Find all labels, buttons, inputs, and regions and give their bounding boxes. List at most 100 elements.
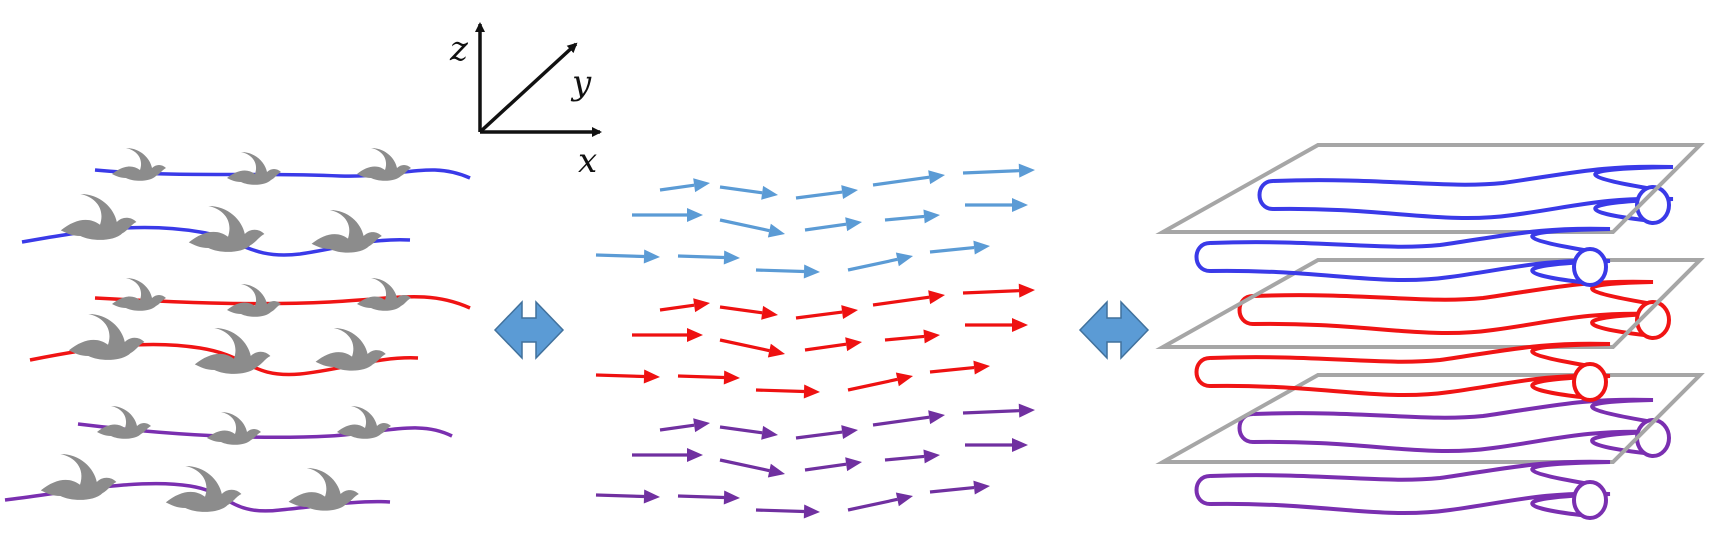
- velocity-arrow: [795, 425, 858, 440]
- bird-icon: [357, 278, 411, 311]
- velocity-arrow-field: [595, 163, 1035, 519]
- arrow-head: [803, 504, 820, 519]
- arrow-shaft: [795, 430, 843, 440]
- flock-line: [94, 168, 471, 180]
- arrow-head: [767, 463, 785, 478]
- flock-line: [77, 422, 453, 439]
- arrow-head: [895, 372, 913, 387]
- arrow-shaft: [872, 415, 930, 427]
- bird-icon: [112, 148, 166, 181]
- velocity-arrow: [795, 305, 858, 320]
- arrow-head: [841, 425, 858, 439]
- bird-icon: [60, 194, 137, 240]
- velocity-arrow: [719, 218, 785, 238]
- arrow-head: [767, 343, 785, 358]
- tube-front-cap: [1635, 418, 1671, 458]
- velocity-arrow: [929, 480, 990, 495]
- arrow-head: [923, 209, 940, 224]
- velocity-arrow: [929, 360, 990, 375]
- velocity-arrow: [719, 425, 778, 440]
- arrow-head: [928, 290, 945, 305]
- arrow-head: [845, 217, 862, 232]
- tube-back-cap: [1194, 241, 1211, 273]
- arrow-shaft: [804, 342, 847, 352]
- arrow-shaft: [755, 268, 805, 274]
- velocity-arrow: [804, 457, 862, 472]
- coordinate-axes-icon: z y x: [449, 22, 602, 181]
- velocity-arrow: [632, 208, 703, 222]
- bird-icon: [68, 314, 145, 360]
- arrow-shaft: [659, 303, 695, 312]
- arrow-head: [767, 223, 785, 238]
- arrow-shaft: [884, 334, 925, 342]
- arrow-shaft: [595, 253, 645, 259]
- velocity-arrow: [929, 240, 990, 255]
- arrow-head: [693, 298, 710, 313]
- arrow-shaft: [659, 183, 695, 192]
- tube-front-cap: [1635, 300, 1671, 340]
- tube-back-cap: [1194, 356, 1211, 388]
- z-axis-label: z: [449, 29, 469, 69]
- tube-edge: [1209, 459, 1611, 486]
- arrow-head: [693, 418, 710, 433]
- arrow-shaft: [659, 423, 695, 432]
- velocity-arrow: [677, 490, 740, 505]
- double-arrow-icon: [1078, 300, 1150, 360]
- arrow-head: [923, 449, 940, 464]
- bird-flock-lines: [4, 148, 471, 513]
- double-arrow-icon: [493, 300, 565, 360]
- velocity-arrow: [965, 198, 1028, 212]
- tube-edge: [1252, 429, 1654, 456]
- velocity-arrow: [719, 305, 778, 320]
- tube-back-cap: [1257, 179, 1274, 211]
- flux-tube: [1194, 341, 1611, 402]
- tube-edge: [1252, 397, 1654, 424]
- arrow-head: [845, 457, 862, 472]
- arrow-shaft: [872, 175, 930, 187]
- arrow-shaft: [795, 190, 843, 200]
- arrow-shaft: [719, 425, 763, 435]
- velocity-arrow: [719, 185, 778, 200]
- arrow-shaft: [847, 377, 898, 392]
- velocity-arrow: [847, 252, 913, 272]
- arrow-shaft: [962, 409, 1020, 415]
- arrow-shaft: [595, 373, 645, 379]
- velocity-arrow: [965, 438, 1028, 452]
- flux-tube: [1237, 279, 1671, 340]
- arrow-shaft: [719, 458, 770, 473]
- tube-edge: [1252, 279, 1654, 306]
- arrow-shaft: [719, 338, 770, 353]
- velocity-arrow: [719, 458, 785, 478]
- arrow-shaft: [962, 169, 1020, 175]
- tube-edge: [1209, 341, 1611, 368]
- velocity-arrow: [755, 384, 820, 399]
- arrow-shaft: [847, 257, 898, 272]
- bird-icon: [311, 210, 382, 253]
- arrow-head: [928, 170, 945, 185]
- velocity-arrow: [804, 337, 862, 352]
- arrow-head: [643, 369, 660, 384]
- velocity-arrow: [632, 328, 703, 342]
- arrow-head: [841, 305, 858, 319]
- flux-tube: [1194, 226, 1611, 287]
- arrow-shaft: [929, 245, 975, 254]
- arrow-head: [761, 305, 778, 320]
- velocity-arrow: [884, 449, 940, 464]
- tube-edge: [1209, 491, 1611, 518]
- arrow-head: [1012, 198, 1028, 212]
- velocity-arrow: [595, 369, 660, 384]
- tube-front-cap: [1572, 480, 1608, 520]
- bird-icon: [194, 328, 271, 374]
- tube-back-cap: [1194, 474, 1211, 506]
- arrow-shaft: [884, 454, 925, 462]
- arrow-shaft: [677, 494, 725, 500]
- velocity-arrow: [659, 298, 710, 313]
- velocity-arrow: [795, 185, 858, 200]
- arrow-head: [895, 252, 913, 267]
- velocity-arrow: [595, 489, 660, 504]
- arrow-shaft: [677, 374, 725, 380]
- velocity-arrow: [847, 492, 913, 512]
- bird-icon: [357, 148, 411, 181]
- arrow-shaft: [755, 388, 805, 394]
